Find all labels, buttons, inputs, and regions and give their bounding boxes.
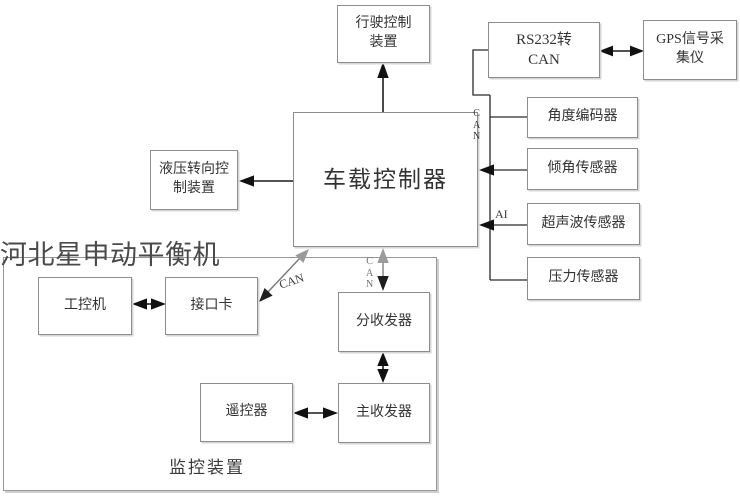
ai-signal-label: AI xyxy=(495,207,508,221)
node-tilt-sensor: 倾角传感器 xyxy=(527,148,638,190)
arrowhead-gps xyxy=(630,45,644,57)
can-bus-label-mid: C A N xyxy=(366,256,374,290)
monitor-group-enclosure xyxy=(3,257,437,491)
gps-label: GPS信号采 集仪 xyxy=(656,32,724,66)
node-vehicle-controller: 车载控制器 xyxy=(293,112,478,247)
monitor-group-label: 监控装置 xyxy=(169,458,245,477)
arrowhead-driving xyxy=(377,62,389,78)
interface-card-label: 接口卡 xyxy=(190,297,233,313)
node-interface-card: 接口卡 xyxy=(165,277,258,335)
node-angle-encoder: 角度编码器 xyxy=(527,97,638,138)
rs232-can-label: RS232转 CAN xyxy=(516,31,572,68)
arrowhead-ai-into-controller xyxy=(479,219,494,231)
can-bus-label-right: C A N xyxy=(473,108,481,142)
remote-control-label: 遥控器 xyxy=(225,404,268,420)
watermark-text: 河北星申动平衡机 xyxy=(0,240,220,270)
driving-control-label: 行驶控制 装置 xyxy=(355,16,412,50)
vehicle-controller-label: 车载控制器 xyxy=(323,166,448,192)
node-driving-control-device: 行驶控制 装置 xyxy=(337,5,430,63)
node-main-transceiver: 主收发器 xyxy=(338,383,430,443)
ultrasonic-sensor-label: 超声波传感器 xyxy=(541,215,626,231)
node-pressure-sensor: 压力传感器 xyxy=(527,257,640,300)
industrial-pc-label: 工控机 xyxy=(64,297,106,313)
hydraulic-steering-label: 液压转向控 制装置 xyxy=(159,162,229,196)
node-industrial-pc: 工控机 xyxy=(38,277,132,335)
arrowhead-can-into-controller xyxy=(479,164,494,176)
node-sub-transceiver: 分收发器 xyxy=(338,292,430,352)
node-hydraulic-steering-control: 液压转向控 制装置 xyxy=(150,150,238,210)
main-transceiver-label: 主收发器 xyxy=(356,404,412,420)
sub-transceiver-label: 分收发器 xyxy=(356,313,412,329)
arrowhead-rs232 xyxy=(599,45,613,57)
node-gps-signal-collector: GPS信号采 集仪 xyxy=(643,20,737,80)
node-remote-control: 遥控器 xyxy=(200,383,293,442)
node-rs232-to-can: RS232转 CAN xyxy=(488,22,600,78)
arrowhead-hydraulic xyxy=(239,175,254,187)
tilt-sensor-label: 倾角传感器 xyxy=(547,160,618,176)
pressure-sensor-label: 压力传感器 xyxy=(548,270,619,286)
angle-encoder-label: 角度编码器 xyxy=(547,109,618,125)
node-ultrasonic-sensor: 超声波传感器 xyxy=(527,203,640,245)
